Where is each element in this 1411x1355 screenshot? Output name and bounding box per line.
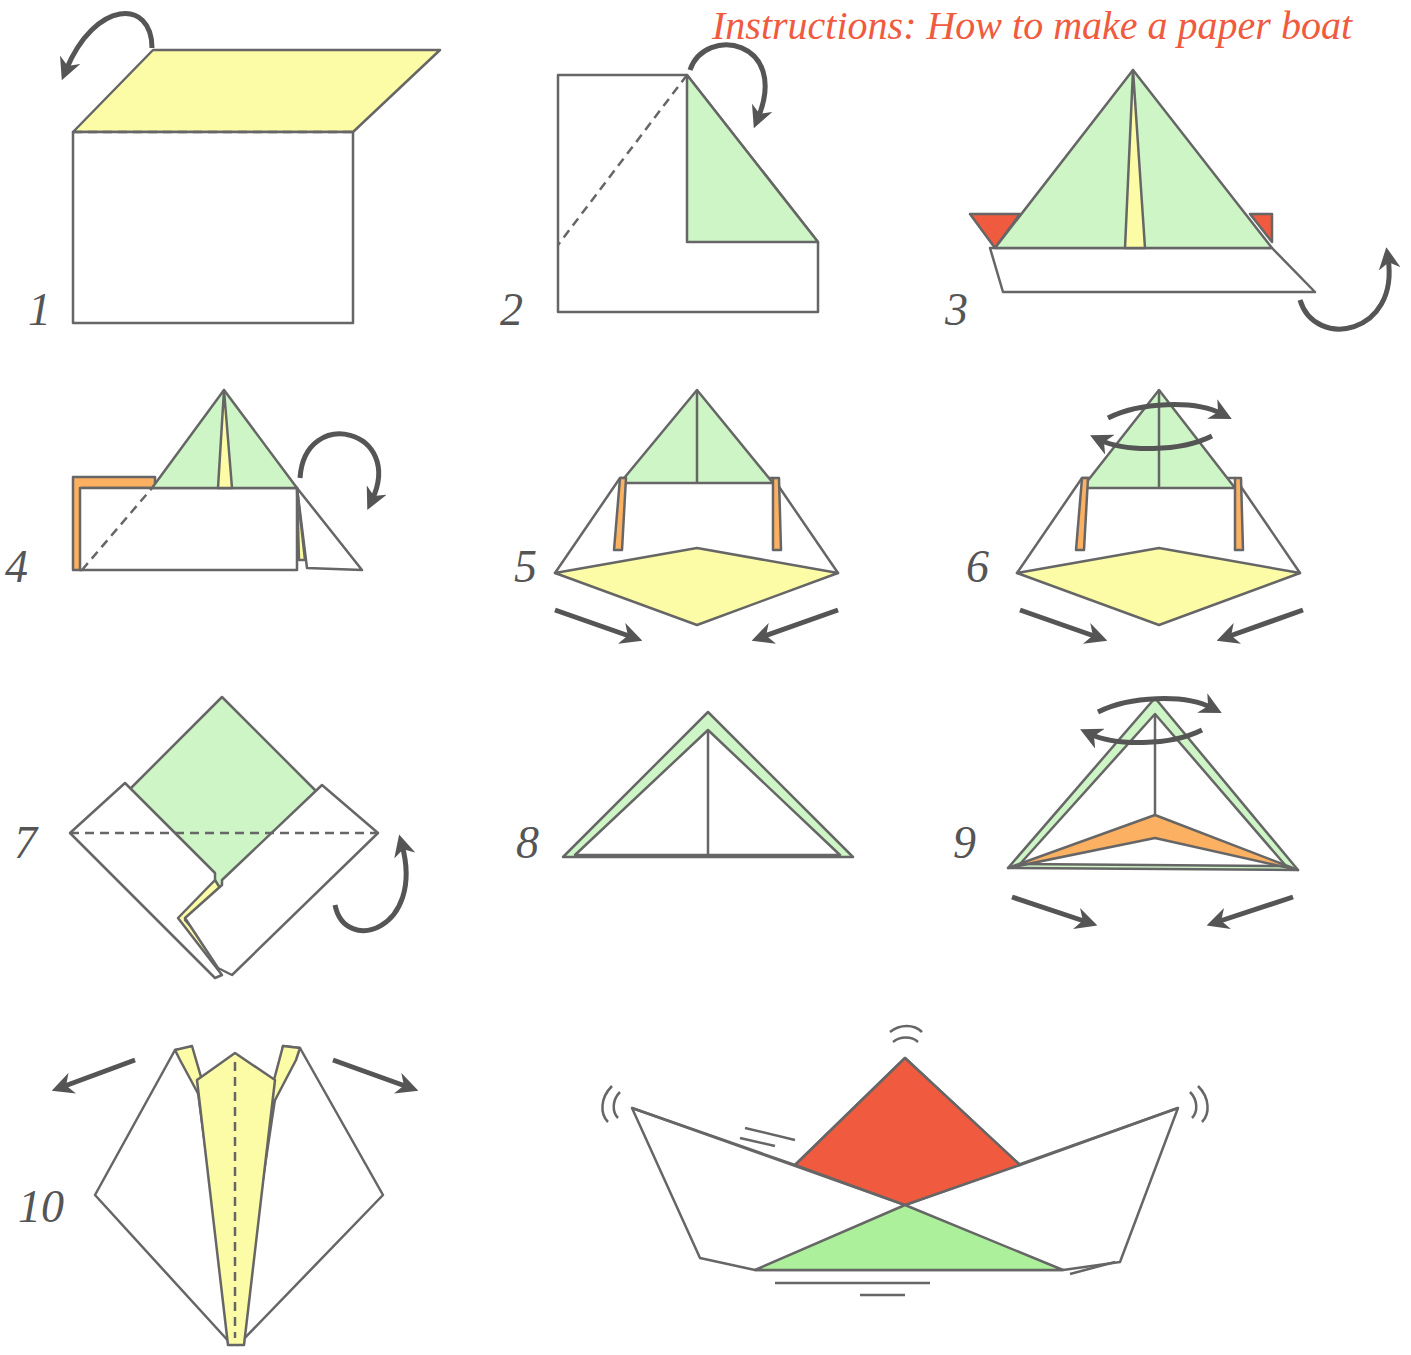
step-number: 10	[18, 1184, 64, 1230]
drawing-stroke	[218, 390, 232, 488]
drawing-stroke	[1190, 1086, 1208, 1122]
drawing-stroke	[745, 1128, 795, 1140]
drawing-stroke	[62, 1060, 135, 1087]
drawing-stroke	[795, 1058, 1020, 1205]
drawing-stroke	[1227, 610, 1303, 637]
step-3-figure	[970, 70, 1389, 329]
page-title: Instructions: How to make a paper boat	[712, 2, 1352, 49]
step-number: 4	[5, 544, 28, 590]
step-number: 2	[500, 287, 523, 333]
drawing-stroke	[1154, 716, 1157, 815]
drawing-stroke	[558, 75, 687, 245]
step-8-figure	[563, 712, 853, 857]
drawing-stroke	[602, 1086, 620, 1122]
drawing-stroke	[70, 832, 378, 835]
step-number: 6	[966, 544, 989, 590]
drawing-stroke	[73, 131, 353, 134]
drawing-stroke	[687, 75, 818, 242]
step-4-figure	[73, 390, 379, 570]
drawing-stroke	[1008, 698, 1298, 870]
drawing-stroke	[73, 132, 353, 323]
drawing-stroke	[555, 548, 838, 625]
drawing-stroke	[1082, 390, 1235, 488]
drawing-stroke	[300, 434, 379, 500]
step-number: 9	[953, 820, 976, 866]
drawing-stroke	[80, 488, 297, 570]
drawing-stroke	[620, 390, 773, 483]
drawing-stroke	[1012, 897, 1087, 922]
drawing-stroke	[1070, 1262, 1115, 1274]
drawing-stroke	[990, 248, 1315, 292]
drawing-stroke	[558, 75, 818, 312]
drawing-stroke	[1235, 478, 1243, 550]
drawing-stroke	[563, 712, 853, 857]
drawing-stroke	[1098, 699, 1212, 712]
drawing-stroke	[1008, 815, 1298, 870]
drawing-stroke	[890, 1026, 922, 1042]
drawing-stroke	[297, 488, 362, 570]
drawing-stroke	[762, 610, 838, 637]
drawing-stroke	[82, 488, 152, 570]
drawing-stroke	[73, 50, 440, 132]
drawing-stroke	[1300, 258, 1389, 329]
step-6-figure	[1017, 390, 1303, 637]
step-2-figure	[558, 45, 818, 312]
step-number: 3	[945, 287, 968, 333]
drawing-stroke	[66, 14, 152, 70]
drawing-stroke	[775, 1282, 930, 1285]
drawing-stroke	[707, 730, 710, 857]
drawing-stroke	[333, 1060, 408, 1087]
drawing-stroke	[690, 45, 765, 118]
drawing-stroke	[773, 478, 781, 550]
drawing-stroke	[1017, 548, 1300, 625]
drawing-stroke	[152, 390, 297, 488]
drawing-stroke	[995, 70, 1272, 248]
drawing-stroke	[234, 1062, 237, 1338]
finished-boat	[602, 1026, 1207, 1295]
drawing-stroke	[1217, 897, 1293, 922]
step-7-figure	[70, 697, 406, 978]
drawing-stroke	[755, 1205, 1063, 1270]
step-number: 8	[516, 820, 539, 866]
drawing-stroke	[70, 783, 222, 978]
drawing-stroke	[1108, 405, 1222, 418]
drawing-stroke	[632, 1058, 1178, 1270]
drawing-stroke	[197, 1053, 275, 1345]
drawing-stroke	[860, 1294, 905, 1297]
drawing-stroke	[696, 390, 699, 483]
step-5-figure	[555, 390, 838, 637]
drawing-stroke	[62, 14, 1389, 1345]
drawing-stroke	[185, 785, 378, 975]
drawing-stroke	[555, 610, 632, 637]
drawing-stroke	[335, 845, 406, 931]
step-number: 7	[14, 820, 37, 866]
step-9-figure	[1008, 698, 1298, 922]
step-number: 1	[28, 287, 51, 333]
drawing-stroke	[1020, 610, 1097, 637]
step-number: 5	[514, 544, 537, 590]
drawing-stroke	[740, 1138, 775, 1146]
drawing-stroke	[1100, 436, 1212, 449]
drawing-stroke	[1076, 478, 1088, 550]
step-1-figure	[66, 14, 440, 323]
drawing-stroke	[614, 478, 626, 550]
drawing-stroke	[297, 488, 305, 560]
step-10-figure	[62, 1046, 408, 1345]
drawing-stroke	[1090, 730, 1202, 743]
drawing-stroke	[1125, 70, 1145, 248]
drawing-stroke	[1020, 714, 1286, 866]
